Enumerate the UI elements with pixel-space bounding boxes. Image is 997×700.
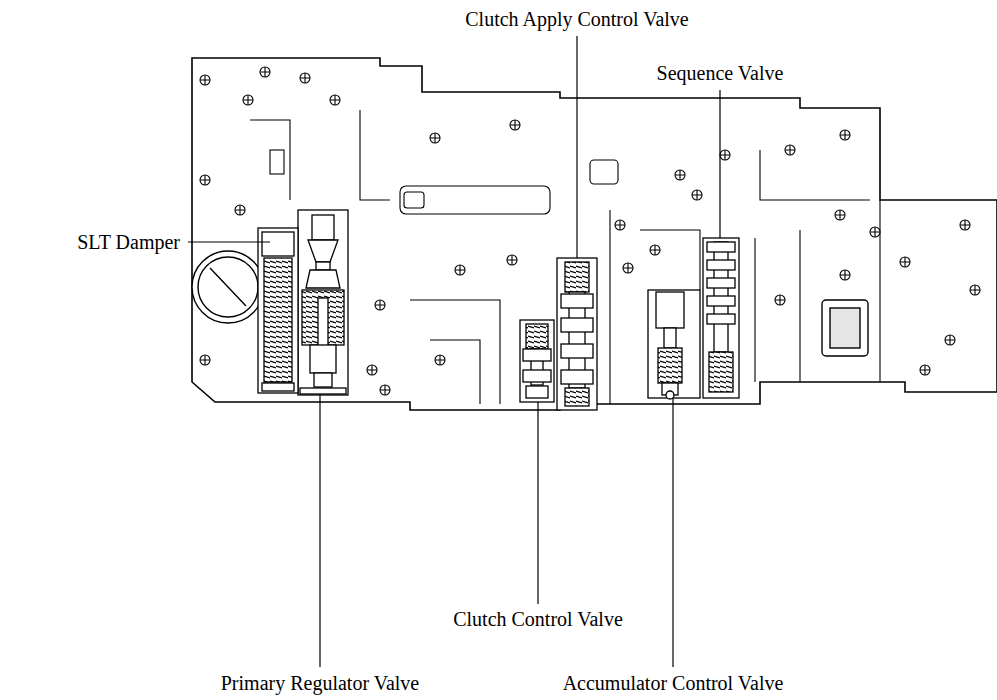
slt-damper-drawing — [258, 228, 298, 393]
clutch-control-valve-drawing — [526, 386, 548, 398]
part-label: Clutch Apply Control Valve — [463, 8, 691, 30]
body-detail-lines — [410, 300, 500, 404]
primary-regulator-valve-drawing — [308, 240, 338, 262]
sequence-valve-drawing — [703, 238, 739, 398]
primary-regulator-valve-drawing — [312, 215, 334, 240]
clutch-apply-control-valve-drawing — [561, 344, 593, 358]
body-detail-lines — [250, 120, 290, 200]
sequence-valve-drawing — [707, 278, 735, 288]
body-detail-lines — [609, 210, 610, 404]
accumulator-control-valve-drawing — [656, 292, 684, 328]
body-detail-lines — [590, 160, 618, 184]
leader-line — [188, 36, 720, 667]
bore-circle — [192, 251, 264, 323]
primary-regulator-valve-drawing — [310, 345, 336, 373]
slt-damper-drawing — [262, 383, 294, 391]
primary-regulator-valve-drawing — [298, 210, 348, 395]
accumulator-control-valve-drawing — [658, 348, 682, 383]
body-detail-lines — [799, 230, 800, 382]
body-detail-lines — [360, 110, 390, 200]
sequence-valve-drawing — [707, 296, 735, 306]
clutch-control-valve-drawing — [523, 349, 551, 361]
slt-damper-drawing — [258, 228, 298, 393]
clutch-apply-control-valve-drawing — [561, 294, 593, 308]
bore-circle — [210, 268, 246, 306]
leader-line — [719, 90, 720, 238]
bore-circle — [198, 257, 258, 317]
part-label: Sequence Valve — [655, 62, 786, 84]
clutch-apply-control-valve-drawing — [565, 262, 589, 292]
part-label: Clutch Control Valve — [451, 608, 625, 630]
body-detail-lines — [404, 192, 424, 208]
connector-block — [830, 308, 860, 348]
body-detail-lines — [270, 150, 284, 174]
part-label: Primary Regulator Valve — [219, 672, 421, 694]
part-label: SLT Damper — [75, 231, 182, 253]
connector-block — [822, 300, 868, 356]
primary-regulator-valve-drawing — [318, 298, 328, 346]
connector-block — [822, 300, 868, 356]
sequence-valve-drawing — [707, 314, 735, 324]
clutch-control-valve-drawing — [520, 320, 554, 402]
body-detail-lines — [879, 200, 880, 382]
body-detail-lines — [760, 150, 870, 200]
leader-line — [537, 402, 538, 604]
accumulator-control-valve-drawing — [666, 391, 674, 399]
leader-line — [319, 395, 320, 667]
primary-regulator-valve-drawing — [298, 210, 348, 395]
clutch-apply-control-valve-drawing — [557, 258, 597, 410]
sequence-valve-drawing — [709, 352, 733, 392]
sequence-valve-drawing — [707, 242, 735, 252]
sequence-valve-drawing — [707, 260, 735, 270]
bore-circle — [192, 251, 264, 323]
bolt-symbol — [200, 67, 980, 395]
accumulator-control-valve-drawing — [648, 290, 700, 399]
primary-regulator-valve-drawing — [306, 270, 340, 288]
clutch-control-valve-drawing — [526, 324, 548, 349]
clutch-apply-control-valve-drawing — [561, 370, 593, 384]
primary-regulator-valve-drawing — [316, 262, 330, 270]
part-label: Accumulator Control Valve — [561, 672, 786, 694]
clutch-apply-control-valve-drawing — [561, 318, 593, 332]
leader-line — [672, 398, 673, 667]
clutch-control-valve-drawing — [520, 320, 554, 402]
clutch-control-valve-drawing — [523, 370, 551, 382]
valve-body-outline — [192, 58, 997, 410]
accumulator-control-valve-drawing — [648, 290, 700, 398]
body-detail-lines — [430, 340, 480, 404]
valve-body-outline — [192, 58, 997, 410]
sequence-valve-drawing — [703, 238, 739, 398]
leader-line — [188, 241, 270, 242]
accumulator-control-valve-drawing — [664, 328, 676, 348]
leader-line — [576, 36, 577, 258]
body-detail-lines — [640, 230, 700, 290]
slt-damper-drawing — [264, 258, 292, 382]
slt-damper-drawing — [262, 232, 294, 256]
clutch-apply-control-valve-drawing — [565, 388, 589, 406]
body-detail-lines — [400, 186, 550, 214]
primary-regulator-valve-drawing — [314, 373, 332, 387]
primary-regulator-valve-drawing — [300, 388, 346, 394]
body-detail-lines — [754, 238, 755, 382]
bolt-symbol — [200, 67, 980, 395]
primary-regulator-valve-drawing — [302, 290, 344, 345]
clutch-apply-control-valve-drawing — [557, 258, 597, 410]
